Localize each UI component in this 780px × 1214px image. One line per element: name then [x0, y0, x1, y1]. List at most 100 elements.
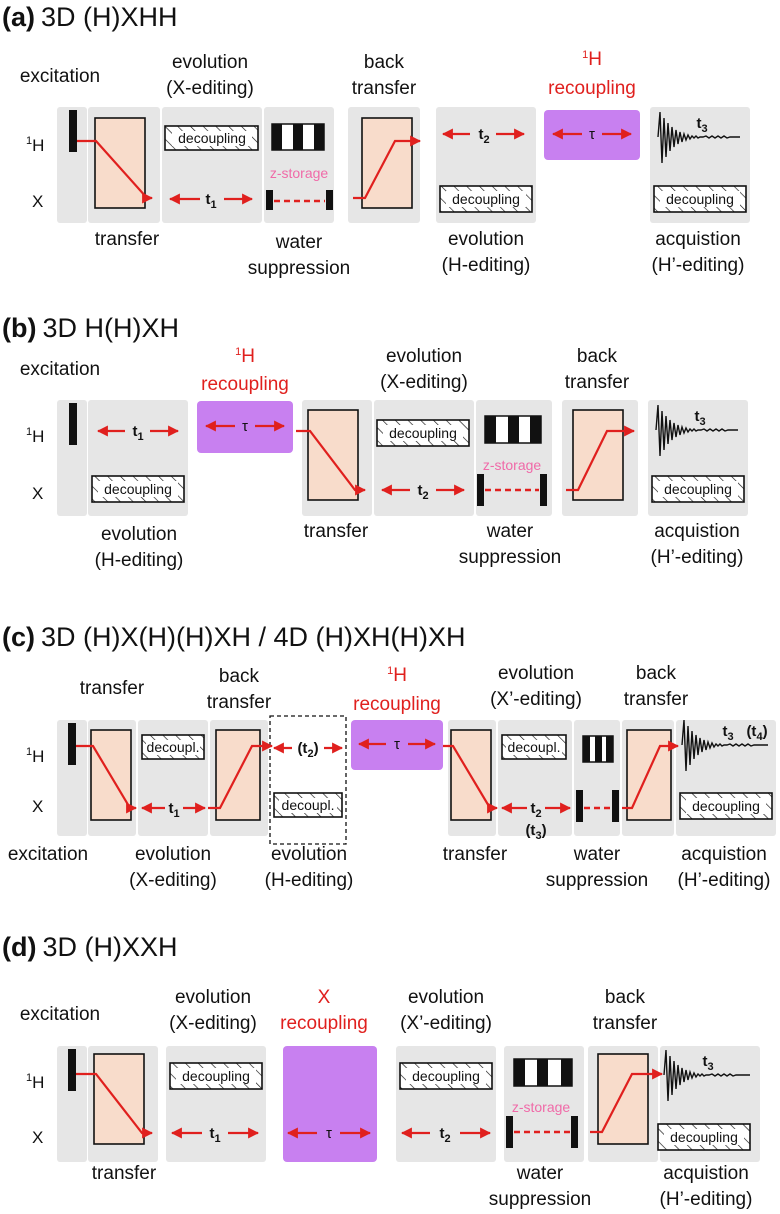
evolution-sub-label: (X-editing) [380, 372, 468, 393]
water-label: water [486, 521, 534, 542]
acquisition-label: acquistion [655, 229, 741, 250]
excitation-label: excitation [20, 1004, 100, 1025]
recoupling-label: recoupling [353, 694, 441, 715]
excitation-pulse [68, 1049, 76, 1091]
transfer-block [94, 117, 146, 209]
transfer-path [77, 139, 154, 204]
evolution-x-sub-label: (X-editing) [129, 870, 217, 891]
back-2-label: back [636, 663, 677, 684]
t3-label: t3 [694, 408, 705, 428]
t2-label: t2 [439, 1125, 450, 1145]
evolution-x-label: evolution [135, 844, 211, 865]
evolution-sub-label: (X-editing) [166, 78, 254, 99]
excitation-pulse [69, 403, 77, 445]
excitation-label: excitation [20, 66, 100, 87]
decoupling-text-h: decoupling [389, 425, 457, 441]
decoupling-text-acq: decoupling [664, 481, 732, 497]
evolution-sub-label: (X’-editing) [490, 689, 582, 710]
evolution-label: evolution [386, 346, 462, 367]
z-storage-pulse-start [477, 474, 484, 506]
solvent-suppression-pulses [484, 415, 542, 444]
suppression-label: suppression [459, 547, 561, 568]
back-transfer-path [566, 425, 636, 492]
recoupling-label: recoupling [201, 374, 289, 395]
t3-label: t3 [722, 723, 733, 743]
h-channel-label: 1H [26, 746, 44, 766]
x-channel-label: X [32, 192, 43, 211]
fid-signal [663, 1049, 750, 1102]
transfer-bottom-label: transfer [92, 1163, 157, 1184]
panel-d-name: 3D (H)XXH [42, 932, 177, 962]
fid-signal [657, 111, 740, 164]
h-channel-label: 1H [26, 1072, 44, 1092]
transfer-block [93, 1053, 145, 1145]
back-label: back [364, 52, 405, 73]
x-channel-label: X [32, 484, 43, 503]
acquisition-label: acquistion [681, 844, 767, 865]
decoupling-text-2: decoupling [412, 1068, 480, 1084]
acquisition-sub-label: (H’-editing) [651, 547, 744, 568]
decoupling-text: decoupling [104, 481, 172, 497]
evolution-sub-label: (X-editing) [169, 1013, 257, 1034]
t4-optional-label: (t4) [746, 723, 767, 743]
panel-d: (d)3D (H)XXH 1H X decoupling t1 τ decoup… [2, 932, 760, 1210]
excitation-label: excitation [20, 359, 100, 380]
t1-label: t1 [209, 1125, 220, 1145]
panel-d-letter: (d) [2, 932, 36, 962]
decoupling-label-bg [172, 131, 252, 146]
decoupling-text-acq: decoupling [670, 1129, 738, 1145]
decoupling-text: decoupling [178, 130, 246, 146]
back-label: back [219, 666, 260, 687]
water-label: water [516, 1163, 564, 1184]
fid-signal [655, 404, 738, 457]
panel-a-letter: (a) [2, 2, 35, 32]
h-channel-label: 1H [26, 426, 44, 446]
recoupling-nucleus-label: 1H [582, 49, 602, 70]
solvent-suppression-pulses [271, 123, 325, 151]
excitation-label: excitation [8, 844, 88, 865]
evolution-h-sub-label: (H-editing) [442, 255, 531, 276]
tau-label: τ [394, 736, 400, 753]
back-transfer-2-path [622, 740, 680, 810]
water-label: water [573, 844, 621, 865]
acquisition-label: acquistion [663, 1163, 749, 1184]
optional-h-evolution-box [269, 715, 347, 845]
evolution-h-sub-label: (H-editing) [95, 550, 184, 571]
evolution-x-prime-label: evolution [408, 987, 484, 1008]
transfer-label: transfer [352, 78, 417, 99]
panel-c: (c)3D (H)X(H)(H)XH / 4D (H)XH(H)XH 1H X … [2, 622, 776, 891]
panel-b-title: (b)3D H(H)XH [2, 313, 179, 343]
panel-b-letter: (b) [2, 313, 36, 343]
transfer-2-path [443, 744, 499, 814]
panel-c-title: (c)3D (H)X(H)(H)XH / 4D (H)XH(H)XH [2, 622, 465, 652]
x-channel-label: X [32, 1128, 43, 1147]
recoupling-label: recoupling [548, 78, 636, 99]
evolution-h-label: evolution [271, 844, 347, 865]
recoupling-block [544, 110, 640, 160]
recoupling-block [197, 401, 293, 453]
panel-c-name: 3D (H)X(H)(H)XH / 4D (H)XH(H)XH [41, 622, 465, 652]
transfer-top-label: transfer [80, 678, 145, 699]
solvent-suppression-pulses [513, 1058, 573, 1087]
evolution-h-label: evolution [448, 229, 524, 250]
transfer-path [296, 429, 367, 496]
excitation-bg [57, 400, 87, 516]
t3-label: t3 [702, 1053, 713, 1073]
back-label: back [577, 346, 618, 367]
panel-c-letter: (c) [2, 622, 35, 652]
excitation-bg [57, 720, 87, 836]
transfer-path [76, 744, 138, 814]
recoupling-nucleus-label: 1H [387, 665, 407, 686]
back-label: back [605, 987, 646, 1008]
fid-signal [681, 719, 768, 772]
evolution-x-prime-sub-label: (X’-editing) [400, 1013, 492, 1034]
suppression-label: suppression [546, 870, 648, 891]
z-storage-label: z-storage [512, 1099, 571, 1115]
decoupling-text-acq: decoupling [666, 191, 734, 207]
back-transfer-block [597, 1053, 649, 1145]
decoupl-text-2: decoupl. [508, 739, 561, 755]
evolution-label: evolution [498, 663, 574, 684]
transfer-label: transfer [565, 372, 630, 393]
transfer-block [307, 409, 359, 501]
